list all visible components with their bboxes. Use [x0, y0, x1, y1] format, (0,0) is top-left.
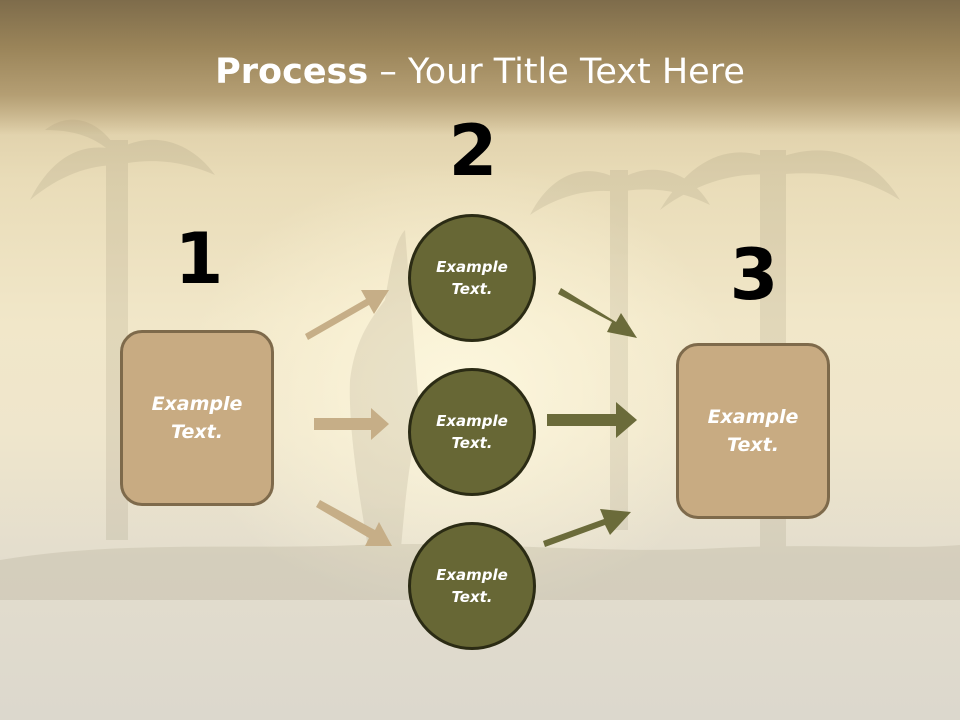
step-2-circle-top: Example Text.: [408, 214, 536, 342]
title-bold-part: Process: [215, 52, 369, 92]
step-number-1: 1: [174, 218, 224, 300]
step-2-circle-bottom: Example Text.: [408, 522, 536, 650]
arrow-from-top-circle: [558, 288, 637, 338]
arrow-from-bottom-circle: [543, 509, 631, 547]
arrow-from-middle-circle: [547, 402, 637, 438]
circle-bottom-text: Example Text.: [436, 565, 508, 607]
step-3-box: Example Text.: [676, 343, 830, 519]
slide-title: Process – Your Title Text Here: [0, 52, 960, 92]
step-number-3: 3: [729, 234, 779, 316]
circle-middle-text: Example Text.: [436, 411, 508, 453]
step-3-text: Example Text.: [707, 405, 799, 457]
step-number-2: 2: [448, 110, 498, 192]
title-band: [0, 0, 960, 135]
title-rest-part: – Your Title Text Here: [368, 52, 745, 92]
circle-top-text: Example Text.: [436, 257, 508, 299]
arrow-to-middle-circle: [314, 408, 389, 440]
step-1-text: Example Text.: [151, 392, 243, 444]
step-1-box: Example Text.: [120, 330, 274, 506]
step-2-circle-middle: Example Text.: [408, 368, 536, 496]
arrow-to-bottom-circle: [316, 500, 392, 546]
arrow-to-top-circle: [305, 290, 389, 340]
